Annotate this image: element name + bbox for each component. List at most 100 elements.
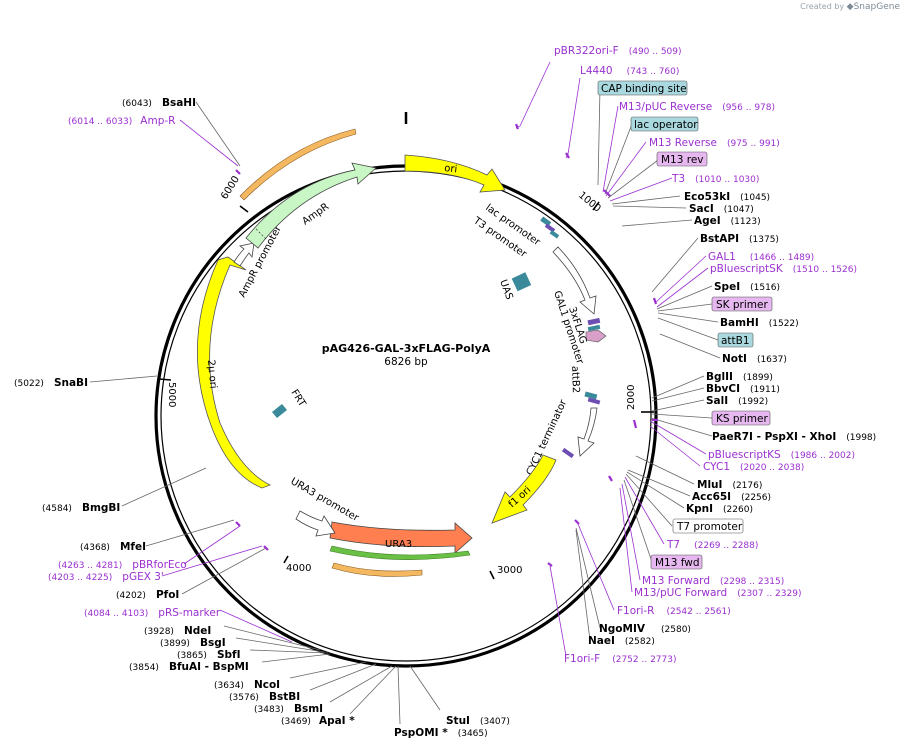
backbone-inner-ring	[160, 170, 652, 662]
ticks-group	[158, 201, 654, 580]
tick-mark-3000	[489, 570, 495, 580]
label-m13puc-forward: M13/pUC Forward(2307 .. 2329)	[634, 587, 801, 599]
label-bsgi: (3899)BsgI	[160, 637, 226, 649]
label-prs-marker: (4084 .. 4103)pRS-marker	[84, 607, 221, 619]
label-m13puc-reverse: M13/pUC Reverse(956 .. 978)	[619, 101, 775, 113]
label-sk-primer: SK primer	[716, 299, 768, 311]
tick-label-2000: 2000	[626, 385, 637, 410]
plasmid-size: 6826 bp	[384, 356, 428, 368]
uas-feature	[511, 272, 532, 292]
leader-bsmi	[329, 665, 393, 703]
leader-mlui	[635, 455, 695, 485]
leader-t7	[624, 476, 665, 545]
f1-ori-arrow	[491, 454, 557, 524]
label-ncoi: (3634)NcoI	[214, 679, 280, 691]
ura3-arrow	[329, 521, 473, 554]
leader-t3	[609, 177, 673, 202]
snapgene-credit: Created by ◆SnapGene	[800, 2, 900, 12]
leader-bstapi	[651, 237, 699, 293]
leader-prs-marker	[219, 609, 293, 643]
ampr-arrow	[245, 162, 377, 249]
primer-marks	[235, 123, 658, 567]
leader-kpni	[626, 471, 685, 509]
leader-bsahi	[195, 101, 241, 167]
label-attb1: attB1	[721, 335, 750, 347]
label-pbluescriptks: pBluescriptKS(1986 .. 2002)	[708, 449, 855, 461]
label-f1ori-f: F1ori-F(2752 .. 2773)	[564, 653, 677, 665]
leader-pbr322ori-f	[515, 61, 551, 129]
label-l4440: L4440(743 .. 760)	[580, 65, 679, 77]
leader-cap	[597, 87, 601, 186]
label-bamhi: BamHI(1522)	[720, 317, 799, 329]
tick-label-6000: 6000	[219, 174, 242, 201]
leader-amp-r	[179, 119, 239, 167]
leader-bsgi	[235, 637, 325, 653]
label-pbr322ori-f: pBR322ori-F(490 .. 509)	[554, 45, 682, 57]
tick-mark-4000	[283, 555, 289, 564]
plasmid-title: pAG426-GAL-3xFLAG-PolyA	[322, 342, 491, 355]
mark-m13	[603, 189, 611, 197]
snapgene-logo-icon: ◆	[846, 2, 854, 12]
label-stui: StuI(3407)	[446, 715, 510, 727]
ura3-orf-orange	[331, 562, 423, 577]
box-sk-primer	[711, 296, 773, 312]
label-bglii: BglII(1899)	[706, 371, 773, 383]
credit-brand: SnapGene	[853, 2, 900, 12]
cyc1-terminator-arrow	[577, 407, 598, 457]
leader-t7-promoter	[625, 473, 673, 527]
box-lac-operator	[630, 116, 699, 132]
leader-pbrforeco	[183, 525, 241, 565]
leader-sali	[651, 399, 705, 412]
label-bfuai: (3854)BfuAI - BspMI	[129, 661, 249, 673]
label-mfei: (4368)MfeI	[80, 541, 146, 553]
label-agei: AgeI(1123)	[694, 215, 761, 227]
amp-r-orf-orange	[239, 128, 357, 201]
gal1-promoter-arrow	[552, 246, 597, 315]
label-sbfi: (3865)SbfI	[177, 649, 241, 661]
label-saci: SacI(1047)	[689, 203, 754, 215]
box-cap-binding-site	[597, 80, 688, 96]
tick-mark-1000	[592, 201, 600, 211]
leader-naei	[575, 529, 591, 641]
lac-promoter-feature	[540, 216, 552, 227]
leader-pspomi	[397, 665, 401, 725]
mark-l4440	[565, 152, 570, 159]
mark-f1r	[574, 519, 580, 525]
label-cyc1: CYC1(2020 .. 2038)	[703, 461, 804, 473]
leader-bstbi	[309, 663, 377, 691]
ori-feature-label: ori	[444, 163, 458, 175]
label-pfoi: (4202)PfoI	[116, 589, 179, 601]
credit-prefix: Created by	[800, 2, 845, 11]
leader-spei	[656, 285, 713, 310]
tick-label-5000: 5000	[166, 382, 177, 407]
label-paer7i: PaeR7I - PspXI - XhoI(1998)	[712, 431, 876, 443]
label-pgex3: (4203 .. 4225)pGEX 3'	[48, 571, 164, 583]
tick-mark-6000	[239, 205, 249, 213]
leader-cyc1	[649, 425, 701, 467]
label-pbrforeco: (4263 .. 4281)pBRforEco	[58, 559, 187, 571]
cap-site-feature	[544, 223, 556, 233]
backbone-outer-ring	[154, 164, 658, 668]
box-m13-rev	[656, 151, 708, 167]
label-m13-forward: M13 Forward(2298 .. 2315)	[642, 575, 784, 587]
cyc1-feature	[561, 447, 575, 459]
label-noti: NotI(1637)	[722, 353, 787, 365]
leader-m13puc-rev	[602, 105, 619, 193]
label-bstbi: (3576)BstBI	[229, 691, 300, 703]
label-ndei: (3928)NdeI	[144, 625, 211, 637]
label-bsmi: (3483)BsmI	[254, 703, 323, 715]
box-t7-promoter	[672, 518, 744, 534]
mark-cyc1	[632, 419, 638, 429]
label-ngomiv: NgoMIV(2580)	[599, 623, 691, 635]
label-snabi: (5022)SnaBI	[14, 377, 88, 389]
uas-label: UAS	[497, 278, 514, 301]
label-spei: SpeI(1516)	[714, 281, 780, 293]
box-ks-primer	[711, 410, 771, 426]
label-bsahi: (6043)BsaHI	[122, 97, 196, 109]
leader-bamhi	[657, 312, 719, 323]
label-cap-binding-site: CAP binding site	[601, 83, 687, 95]
ks-feature	[587, 397, 601, 405]
leader-bmgbi	[121, 467, 207, 507]
label-lac-operator: lac operator	[634, 119, 698, 131]
ura3-label: URA3	[385, 539, 412, 550]
